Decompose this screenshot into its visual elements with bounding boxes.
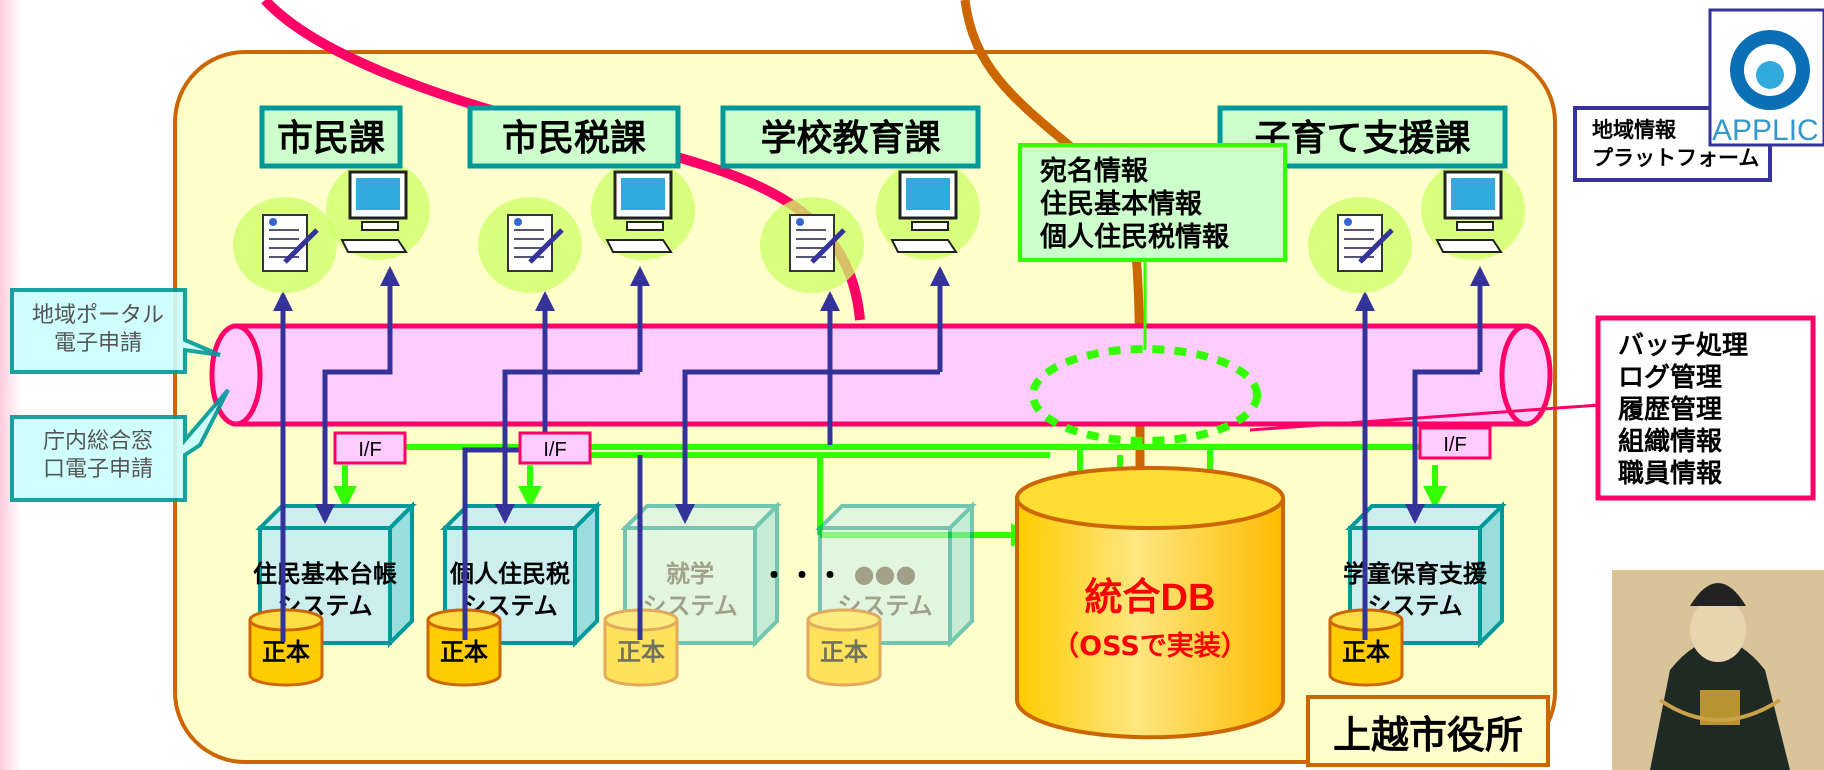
computer-icon — [340, 170, 408, 253]
system-label-line-1: 住民基本台帳 — [253, 560, 397, 588]
system-label-line-1: ●●● — [854, 560, 917, 588]
interface-labels: I/F I/F I/F — [333, 426, 1492, 465]
info-line-3: 個人住民税情報 — [1039, 221, 1230, 253]
db-subtitle: （OSSで実装） — [1052, 630, 1248, 662]
system-ellipsis: ・・・ — [760, 559, 844, 592]
portal-callout-2: 庁内総合窓 口電子申請 — [10, 388, 230, 502]
batch-line-3: 履歴管理 — [1618, 395, 1722, 425]
document-icon — [789, 214, 846, 272]
master-drum: 正本 — [603, 608, 679, 687]
batch-connector-line — [1249, 403, 1601, 432]
system-label-line-1: 就学 — [666, 560, 714, 588]
batch-box: バッチ処理 ログ管理 履歴管理 組織情報 職員情報 — [1595, 315, 1816, 501]
department-3: 学校教育課 — [720, 105, 981, 293]
master-label: 正本 — [262, 638, 310, 666]
department-label: 市民税課 — [502, 118, 646, 159]
platform-line-2: プラットフォーム — [1592, 146, 1759, 170]
department-2: 市民税課 — [467, 105, 695, 293]
system-label-line-1: 個人住民税 — [449, 560, 570, 588]
batch-line-5: 職員情報 — [1618, 459, 1723, 489]
master-drum: 正本 — [806, 608, 882, 687]
info-line-2: 住民基本情報 — [1040, 188, 1203, 220]
portal-callout-1-line-2: 電子申請 — [54, 331, 142, 356]
portal-callout-1: 地域ポータル 電子申請 — [10, 288, 221, 374]
computer-icon — [605, 170, 673, 253]
document-icon — [1337, 214, 1394, 272]
computer-icon — [890, 170, 958, 253]
batch-line-1: バッチ処理 — [1618, 331, 1748, 361]
platform-line-1: 地域情報 — [1592, 118, 1677, 142]
db-title: 統合DB — [1085, 577, 1216, 619]
portal-callout-2-line-2: 口電子申請 — [43, 457, 153, 482]
if-label-2: I/F — [543, 439, 566, 461]
portal-callout-1-line-1: 地域ポータル — [32, 303, 164, 328]
batch-line-2: ログ管理 — [1618, 363, 1722, 393]
master-drum: 正本 — [426, 608, 502, 687]
batch-line-4: 組織情報 — [1618, 426, 1723, 457]
master-label: 正本 — [820, 638, 868, 666]
applic-logo-text: APPLIC — [1712, 114, 1819, 147]
computer-icon — [1435, 170, 1503, 253]
master-label: 正本 — [617, 638, 665, 666]
department-label: 学校教育課 — [760, 117, 940, 159]
if-label-1: I/F — [358, 439, 381, 461]
document-icon — [262, 214, 319, 272]
left-edge-strip — [0, 0, 22, 770]
master-label: 正本 — [1342, 638, 1390, 666]
department-label: 子育て支援課 — [1254, 118, 1470, 159]
city-hall-label: 上越市役所 — [1306, 695, 1550, 767]
master-drum: 正本 — [1328, 608, 1404, 687]
master-drum: 正本 — [248, 608, 324, 687]
applic-logo: APPLIC — [1708, 8, 1824, 147]
portal-callout-2-line-1: 庁内総合窓 — [43, 429, 153, 454]
blue-arrows — [273, 266, 1490, 642]
document-icon — [507, 214, 564, 272]
integration-bus — [209, 323, 1553, 427]
integrated-db: 統合DB （OSSで実装） — [1015, 466, 1285, 740]
master-label: 正本 — [440, 638, 488, 666]
info-line-1: 宛名情報 — [1040, 155, 1149, 187]
portrait-image — [1612, 570, 1824, 770]
city-hall-text: 上越市役所 — [1333, 713, 1523, 757]
department-label: 市民課 — [277, 118, 385, 159]
info-box: 宛名情報 住民基本情報 個人住民税情報 — [1018, 143, 1287, 262]
if-label-3: I/F — [1443, 434, 1466, 456]
shared-data-ellipse — [1029, 345, 1261, 445]
department-1: 市民課 — [233, 105, 430, 293]
